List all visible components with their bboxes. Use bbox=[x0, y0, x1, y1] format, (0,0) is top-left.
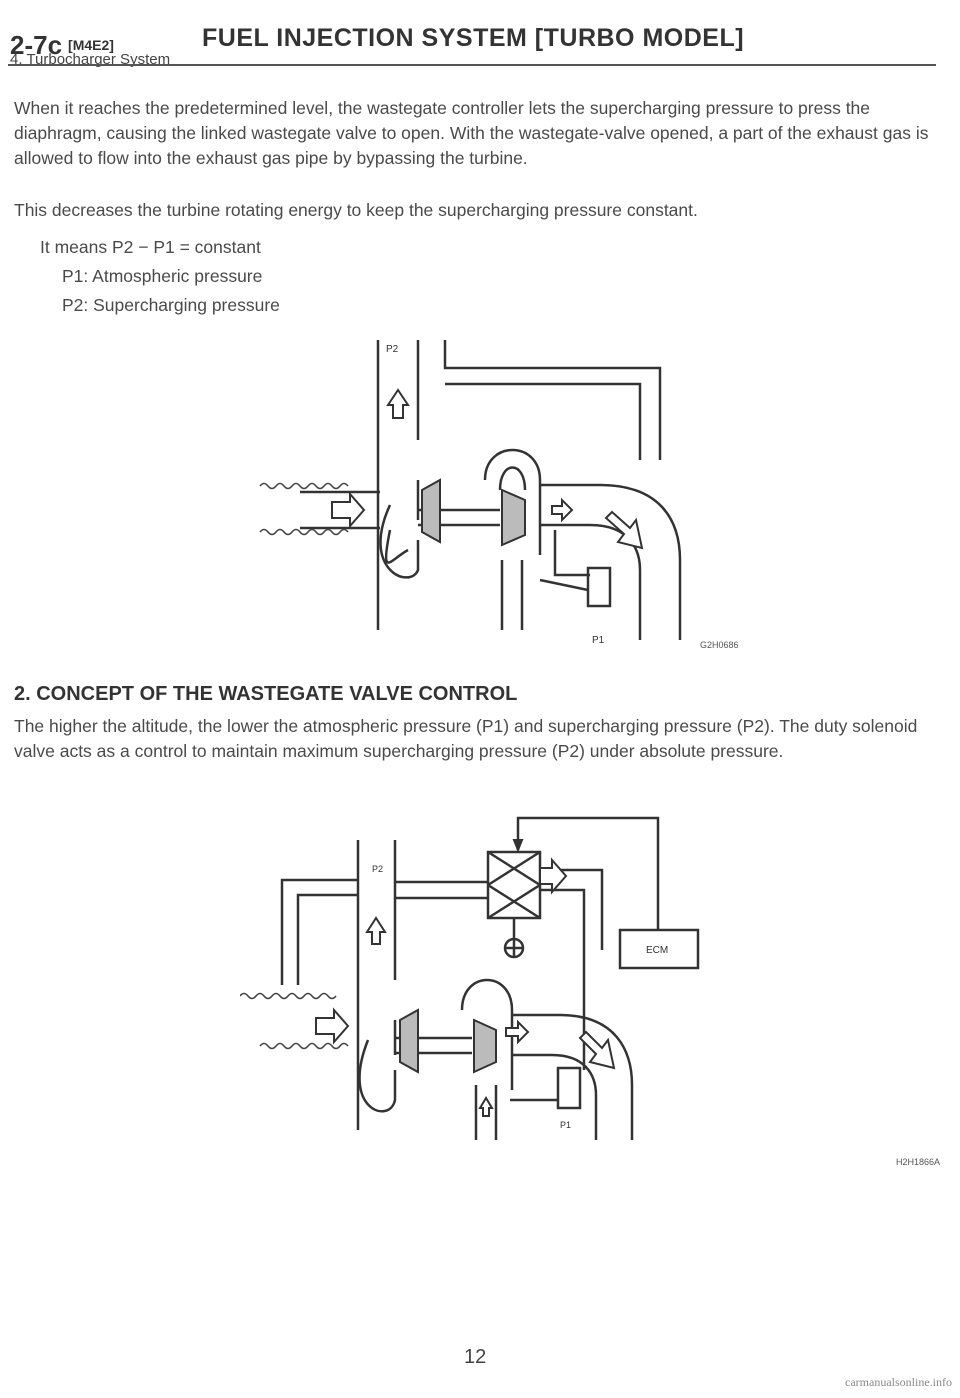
p1-definition: P1: Atmospheric pressure bbox=[62, 266, 263, 286]
section2-heading: 2. CONCEPT OF THE WASTEGATE VALVE CONTRO… bbox=[14, 683, 518, 705]
footer-watermark[interactable]: carmanualsonline.info bbox=[845, 1375, 952, 1389]
section2-text: The higher the altitude, the lower the a… bbox=[14, 716, 918, 761]
page-title: FUEL INJECTION SYSTEM [TURBO MODEL] bbox=[202, 24, 745, 52]
fig2-label-p1: P1 bbox=[560, 1120, 571, 1130]
p2-definition: P2: Supercharging pressure bbox=[62, 295, 280, 315]
wastegate-control-diagram-2: P2 P1 ECM bbox=[240, 816, 700, 1140]
fig2-label-p2: P2 bbox=[372, 864, 383, 874]
fig1-label-p1: P1 bbox=[592, 635, 605, 646]
page-code-text: 2-7c bbox=[10, 30, 63, 60]
model-code: [M4E2] bbox=[68, 37, 114, 53]
page-number: 12 bbox=[464, 1346, 487, 1368]
figure2-code: H2H1866A bbox=[896, 1157, 941, 1167]
wastegate-diagram-1: P2 P1 bbox=[259, 340, 682, 646]
fig1-label-p2: P2 bbox=[386, 344, 399, 355]
figure1-code: G2H0686 bbox=[700, 640, 739, 650]
equation-line: It means P2 − P1 = constant bbox=[40, 237, 261, 257]
ecm-label: ECM bbox=[646, 945, 668, 956]
paragraph-wastegate-operation: When it reaches the predetermined level,… bbox=[14, 98, 929, 168]
header-rule bbox=[8, 64, 936, 66]
section-subtitle: 4. Turbocharger System bbox=[10, 51, 171, 68]
page-code: 2-7c [M4E2] bbox=[10, 30, 114, 61]
paragraph-turbine-energy: This decreases the turbine rotating ener… bbox=[14, 200, 698, 220]
